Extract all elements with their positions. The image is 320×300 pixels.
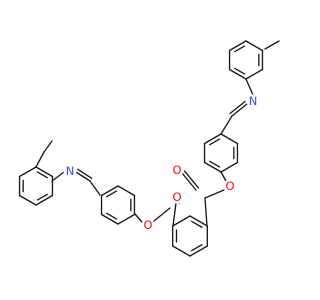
top-tolyl-ring-double-bond xyxy=(234,45,246,53)
molecule-canvas: O O O O N xyxy=(18,40,280,257)
atom-nitrogen-top: N xyxy=(246,94,260,108)
nitrogen-label: N xyxy=(66,164,75,178)
phthalate-ring-bond xyxy=(172,215,191,227)
top-ester-o-c-bond xyxy=(204,189,225,199)
bottom-tolyl-ring-bond xyxy=(35,194,54,206)
top-carbonyl-double-bond-second xyxy=(183,170,200,189)
top-phenylene-ring-bond xyxy=(220,161,239,173)
phthalate-ring-bond xyxy=(189,215,208,227)
atom-oxygen-ring-bottom: O xyxy=(141,218,155,232)
bottom-imine-double-bond-second xyxy=(77,168,93,179)
top-tolyl-ring-double-bond xyxy=(234,67,246,75)
top-imine-double-bond xyxy=(231,103,248,117)
bottom-carbonyl-ring-bond xyxy=(172,202,177,227)
top-ch-ring-bond xyxy=(220,115,233,135)
top-tolyl-ring-bond xyxy=(228,40,247,52)
bottom-methyl-bond xyxy=(43,140,53,153)
top-imine-double-bond-second xyxy=(229,100,246,115)
atom-nitrogen-bottom: N xyxy=(63,164,77,178)
top-phenylene-ring-double-bond xyxy=(209,160,221,168)
bottom-phenylene-ring-double-bond xyxy=(106,212,118,220)
phthalate-ring-double-bond xyxy=(190,244,203,252)
bottom-methyl-attach xyxy=(35,151,45,168)
bottom-ring-ch-bond xyxy=(89,180,101,196)
phthalate-ring-bond xyxy=(172,245,191,257)
bottom-phenylene-ring-bond xyxy=(117,213,136,225)
phthalate-ring-bond xyxy=(189,245,208,257)
bottom-tolyl-ring-double-bond xyxy=(36,193,48,201)
oxygen-label: O xyxy=(143,218,152,232)
top-tolyl-ring-bond xyxy=(228,68,247,80)
bottom-tolyl-ring-bond xyxy=(18,166,37,178)
oxygen-label: O xyxy=(172,190,181,204)
bottom-n-aryl-bond xyxy=(51,171,65,182)
bottom-phenylene-ring-bond xyxy=(117,185,136,197)
phthalate-ring-double-bond xyxy=(190,220,203,228)
top-carbonyl-ring-bond xyxy=(204,197,208,227)
top-phenylene-ring-bond xyxy=(220,133,239,145)
top-phenylene-ring-double-bond xyxy=(209,138,221,146)
top-phenylene-ring-bond xyxy=(203,133,222,145)
top-phenylene-ring-bond xyxy=(203,161,222,173)
bottom-tolyl-ring-double-bond xyxy=(36,171,48,179)
oxygen-label: O xyxy=(172,163,181,177)
molecule-structure: O O O O N xyxy=(18,40,280,257)
atom-oxygen-carbonyl-top: O xyxy=(170,163,184,177)
oxygen-label: O xyxy=(225,179,234,193)
bottom-o-ring-bond xyxy=(134,213,143,223)
bottom-imine-double-bond xyxy=(75,171,91,182)
bottom-phenylene-ring-bond xyxy=(100,213,119,225)
top-tolyl-ring-bond xyxy=(245,40,264,52)
bottom-ester-c-o-bond xyxy=(153,207,171,222)
atom-oxygen-carbonyl-bottom: O xyxy=(170,190,184,204)
bottom-phenylene-ring-bond xyxy=(100,185,119,197)
top-methyl-bond xyxy=(264,40,280,50)
bottom-tolyl-ring-bond xyxy=(35,166,54,178)
top-ring-o-bond xyxy=(220,171,227,182)
top-n-aryl-bond xyxy=(245,78,254,96)
top-tolyl-ring-bond xyxy=(245,68,264,80)
nitrogen-label: N xyxy=(249,94,258,108)
bottom-phenylene-ring-double-bond xyxy=(106,190,118,198)
atom-oxygen-ring-top: O xyxy=(223,179,237,193)
atom-label-layer: O O O O N xyxy=(63,94,260,232)
top-carbonyl-double-bond xyxy=(181,172,197,191)
bottom-tolyl-ring-bond xyxy=(18,194,37,206)
